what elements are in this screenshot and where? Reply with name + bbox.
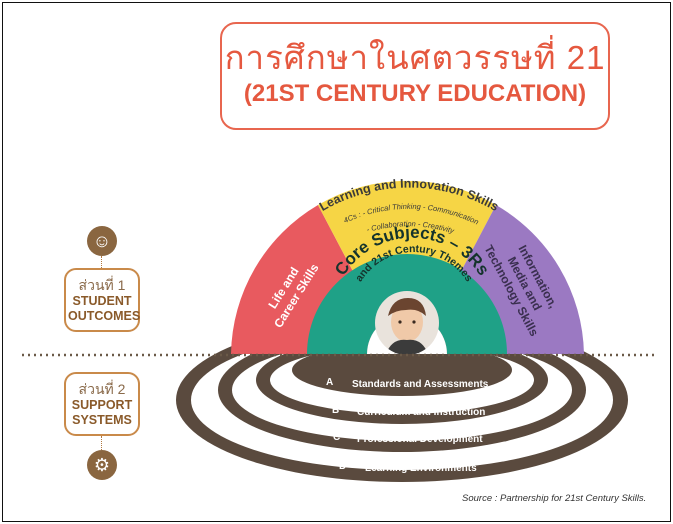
ring-c-label: Professional Development xyxy=(357,434,483,445)
student-photo xyxy=(375,291,439,354)
support-line1: SUPPORT xyxy=(71,398,133,412)
outcomes-connector xyxy=(101,256,102,268)
ring-labels: A Standards and Assessments B Curriculum… xyxy=(326,377,489,474)
support-part: ส่วนที่ 2 xyxy=(78,381,126,397)
support-connector xyxy=(101,436,102,450)
skills-rainbow xyxy=(231,180,584,354)
learning-innovation-arc xyxy=(318,180,496,279)
support-systems-label: ส่วนที่ 2 SUPPORT SYSTEMS xyxy=(64,372,140,436)
ring-d-label: Learning Environments xyxy=(365,463,477,474)
source-note: Source : Partnership for 21st Century Sk… xyxy=(462,493,647,504)
title-box: การศึกษาในศตวรรษที่ 21 (21ST CENTURY EDU… xyxy=(220,22,610,130)
ring-d-letter: D xyxy=(339,461,346,472)
title-thai: การศึกษาในศตวรรษที่ 21 xyxy=(224,39,606,76)
outcomes-part: ส่วนที่ 1 xyxy=(78,277,126,293)
gear-icon: ⚙ xyxy=(87,450,117,480)
ring-a-letter: A xyxy=(326,377,333,388)
ring-b-label: Curriculum and Instruction xyxy=(357,407,485,418)
outcomes-line1: STUDENT xyxy=(72,294,132,308)
title-english: (21ST CENTURY EDUCATION) xyxy=(243,80,587,107)
ring-a-label: Standards and Assessments xyxy=(352,379,489,390)
outcomes-line2: OUTCOMES xyxy=(68,309,141,323)
support-rings xyxy=(176,318,628,482)
ring-a-outer xyxy=(292,344,512,396)
student-outcomes-label: ส่วนที่ 1 STUDENT OUTCOMES xyxy=(64,268,140,332)
student-graduate-icon: ☺ xyxy=(87,226,117,256)
ring-c-letter: C xyxy=(333,432,340,443)
support-line2: SYSTEMS xyxy=(72,413,132,427)
ring-b-letter: B xyxy=(332,405,339,416)
